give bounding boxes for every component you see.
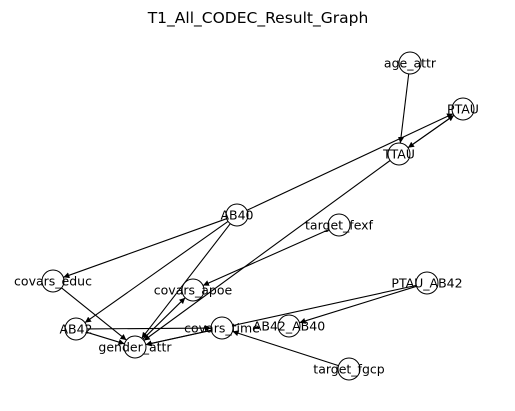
node-gender_attr: gender_attr bbox=[98, 335, 172, 359]
node-covars_educ: covars_educ bbox=[14, 269, 92, 293]
node-covars_time: covars_time bbox=[184, 316, 260, 340]
edge-gender_attr-to-covars_apoe bbox=[142, 297, 186, 340]
node-circle bbox=[277, 314, 301, 338]
node-circle bbox=[327, 213, 351, 237]
node-age_attr: age_attr bbox=[384, 51, 437, 75]
node-circle bbox=[451, 97, 475, 121]
node-label: target_fgcp bbox=[313, 362, 384, 377]
node-AB40: AB40 bbox=[220, 203, 254, 227]
node-label: PTAU_AB42 bbox=[391, 276, 462, 291]
node-covars_apoe: covars_apoe bbox=[154, 278, 233, 302]
edge-target_fgcp-to-covars_time bbox=[232, 330, 339, 367]
node-label: AB42_AB40 bbox=[253, 319, 325, 334]
edge-AB40-to-PTAU bbox=[246, 113, 454, 211]
node-PTAU_AB42: PTAU_AB42 bbox=[391, 271, 463, 295]
node-label: covars_time bbox=[184, 321, 260, 336]
edge-TTAU-to-gender_attr bbox=[143, 160, 391, 341]
node-PTAU: PTAU bbox=[447, 97, 479, 121]
edge-AB42-to-covars_time bbox=[86, 325, 212, 332]
node-circle bbox=[64, 317, 88, 341]
node-TTAU: TTAU bbox=[382, 142, 415, 166]
edge-AB40-to-AB42 bbox=[84, 220, 229, 324]
node-label: target_fexf bbox=[305, 218, 374, 233]
node-circle bbox=[210, 316, 234, 340]
node-label: TTAU bbox=[382, 147, 415, 162]
edge-target_fexf-to-covars_apoe bbox=[202, 228, 330, 287]
graph-title: T1_All_CODEC_Result_Graph bbox=[147, 9, 369, 28]
node-circle bbox=[123, 335, 147, 359]
edge-AB42-to-gender_attr bbox=[86, 331, 125, 345]
node-circle bbox=[181, 278, 205, 302]
node-AB42: AB42 bbox=[59, 317, 93, 341]
node-label: gender_attr bbox=[98, 340, 172, 355]
node-circle bbox=[337, 357, 361, 381]
node-label: age_attr bbox=[384, 56, 437, 71]
edge-age_attr-to-TTAU bbox=[398, 73, 410, 144]
node-label: PTAU bbox=[447, 102, 479, 117]
node-label: AB40 bbox=[220, 208, 253, 223]
node-circle bbox=[398, 51, 422, 75]
node-circle bbox=[415, 271, 439, 295]
edge-PTAU_AB42-to-AB42_AB40 bbox=[299, 285, 417, 324]
node-target_fgcp: target_fgcp bbox=[313, 357, 385, 381]
node-circle bbox=[225, 203, 249, 227]
edge-AB40-to-covars_educ bbox=[63, 218, 227, 279]
node-AB42_AB40: AB42_AB40 bbox=[253, 314, 325, 338]
node-circle bbox=[387, 142, 411, 166]
node-label: covars_apoe bbox=[154, 283, 233, 298]
node-label: covars_educ bbox=[14, 274, 92, 289]
node-label: AB42 bbox=[59, 322, 92, 337]
edge-PTAU_AB42-to-gender_attr bbox=[145, 284, 417, 347]
node-target_fexf: target_fexf bbox=[305, 213, 374, 237]
edge-PTAU-to-TTAU bbox=[407, 114, 455, 149]
node-circle bbox=[41, 269, 65, 293]
edge-covars_educ-to-gender_attr bbox=[61, 287, 127, 341]
edges-layer bbox=[61, 73, 455, 367]
